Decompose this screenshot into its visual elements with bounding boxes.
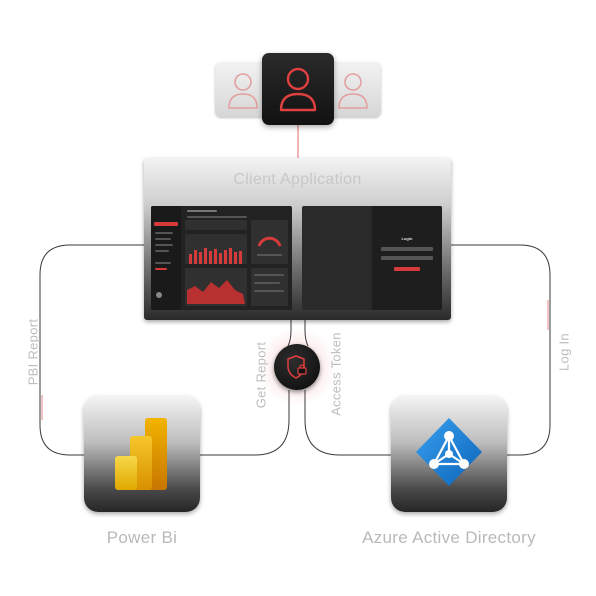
dashboard-list	[251, 268, 288, 306]
power-bi-label: Power Bi	[106, 528, 178, 547]
login-title: Login	[401, 236, 413, 241]
azure-ad-logo-icon	[416, 418, 482, 486]
shield-lock-icon	[287, 355, 307, 379]
dashboard-sidebar	[151, 206, 181, 310]
client-application-title: Client Application	[233, 171, 362, 188]
login-panel: Login	[372, 206, 442, 310]
dashboard-gauge	[251, 220, 288, 264]
access-token-label: Access Token	[328, 332, 344, 416]
power-bi-tile	[84, 396, 200, 512]
dashboard-area-chart	[185, 268, 247, 306]
client-application-window: Client Application	[144, 158, 451, 320]
dashboard-preview	[151, 206, 292, 310]
azure-ad-tile	[391, 396, 507, 512]
pbi-report-label: PBI Report	[25, 318, 41, 386]
login-username-field	[381, 247, 433, 251]
user-card	[262, 53, 334, 125]
dashboard-bar-chart	[185, 234, 247, 264]
power-bi-logo-icon	[115, 418, 167, 490]
user-icon	[279, 67, 317, 112]
login-button	[394, 267, 420, 271]
user-ghost-icon-left	[228, 73, 258, 109]
security-hub	[274, 344, 320, 390]
user-ghost-icon-right	[338, 73, 368, 109]
login-preview: Login	[302, 206, 442, 310]
log-in-label: Log In	[556, 333, 572, 371]
dashboard-kpi-row	[185, 220, 247, 230]
azure-ad-label: Azure Active Directory	[362, 528, 536, 547]
get-report-label: Get Report	[253, 341, 269, 409]
login-password-field	[381, 256, 433, 260]
